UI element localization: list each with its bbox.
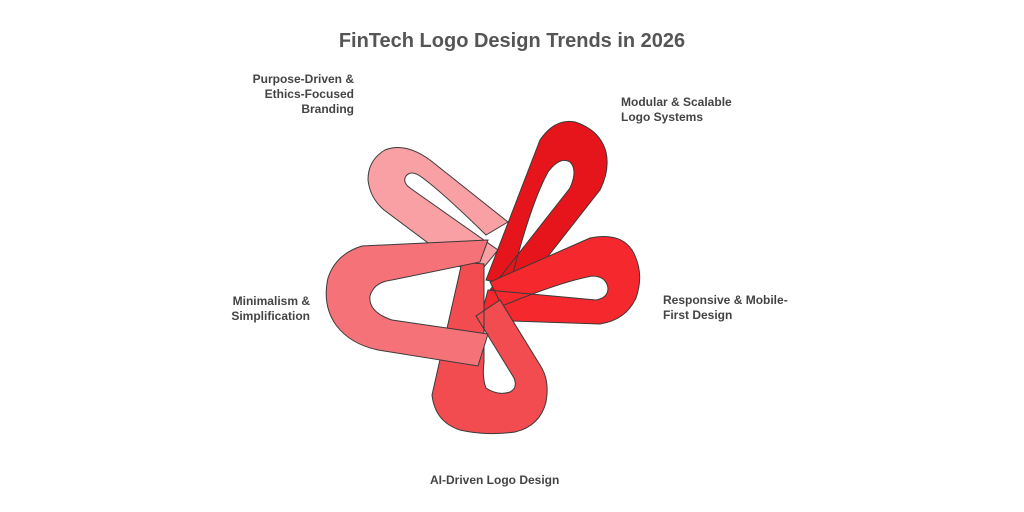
label-line: Ethics-Focused <box>264 87 354 101</box>
label-minimalism: Minimalism & Simplification <box>190 294 310 324</box>
label-modular-scalable: Modular & Scalable Logo Systems <box>621 95 781 125</box>
loop-minimalism <box>325 239 489 367</box>
label-line: Minimalism & <box>232 294 310 308</box>
diagram-title: FinTech Logo Design Trends in 2026 <box>338 30 686 52</box>
loop-ai-driven <box>431 261 548 435</box>
label-line: Responsive & Mobile- <box>663 293 788 307</box>
label-line: Modular & Scalable <box>621 95 732 109</box>
loop-modular-scalable <box>485 120 608 293</box>
label-purpose-driven: Purpose-Driven & Ethics-Focused Branding <box>238 72 354 117</box>
label-line: First Design <box>663 308 733 322</box>
label-line: Purpose-Driven & <box>252 72 354 86</box>
loop-responsive-mobile <box>479 236 641 325</box>
label-line: Logo Systems <box>621 110 704 124</box>
label-responsive-mobile: Responsive & Mobile- First Design <box>663 293 823 323</box>
label-line: Branding <box>301 102 354 116</box>
label-line: AI-Driven Logo Design <box>430 473 560 487</box>
label-line: Simplification <box>231 309 310 323</box>
label-ai-driven: AI-Driven Logo Design <box>430 473 590 488</box>
